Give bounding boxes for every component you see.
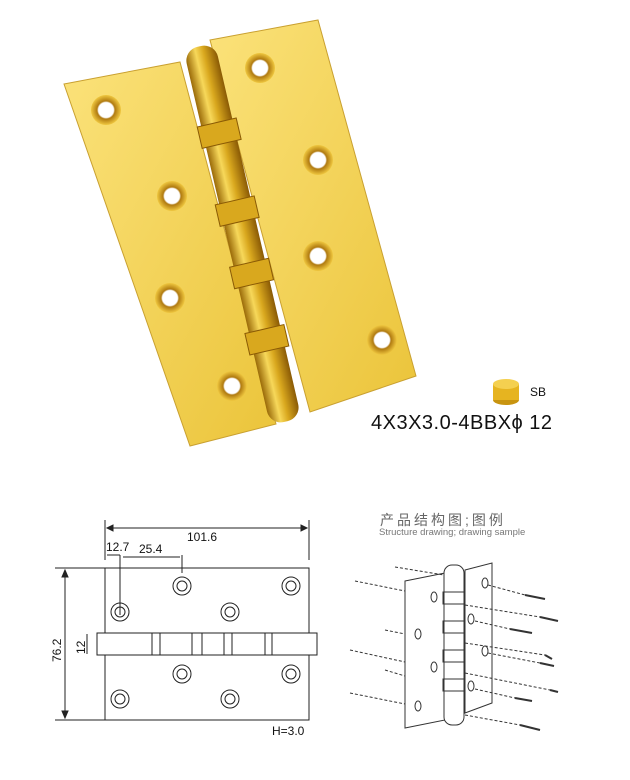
finish-swatch-icon <box>493 379 519 405</box>
dimension-drawing <box>55 520 318 721</box>
structure-sample-drawing <box>349 562 559 731</box>
finish-code: SB <box>530 385 547 399</box>
dim-height: 76.2 <box>50 638 64 662</box>
sample-title-cn: 产品结构图;图例 <box>380 512 506 528</box>
hinge-photo <box>63 19 417 447</box>
dim-width: 101.6 <box>187 530 218 544</box>
sample-title-en: Structure drawing; drawing sample <box>379 527 526 538</box>
dim-knuckle: 12 <box>74 640 88 654</box>
dim-edge-offset: 12.7 <box>106 540 130 554</box>
model-number: 4X3X3.0-4BBXϕ 12 <box>371 412 553 434</box>
dim-hole-pitch: 25.4 <box>139 542 163 556</box>
dim-thickness: H=3.0 <box>272 724 305 738</box>
